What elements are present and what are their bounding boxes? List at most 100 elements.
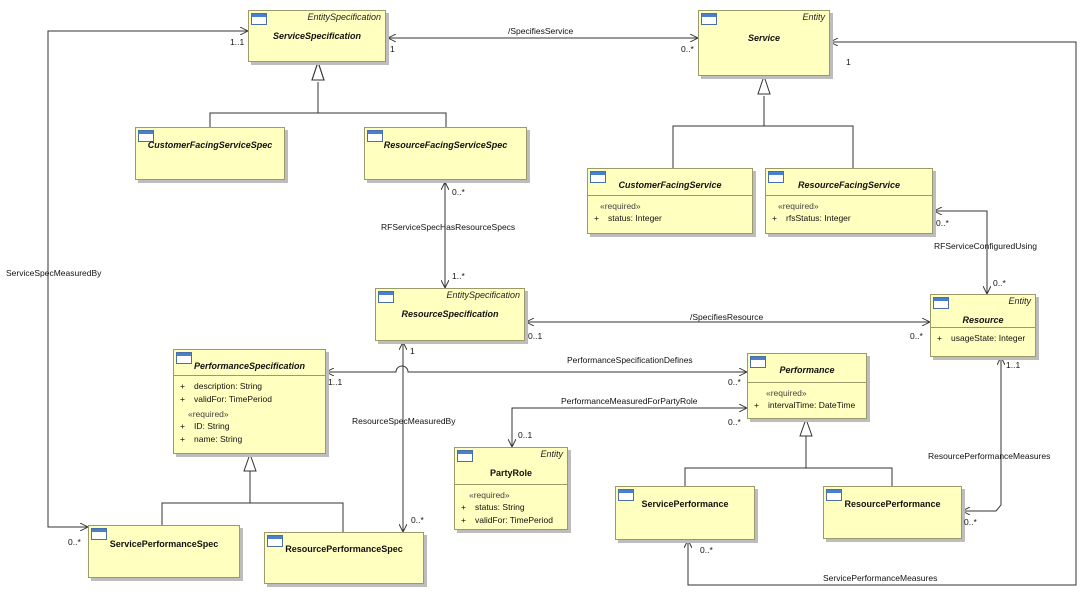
attribute-row: +description: String bbox=[180, 381, 263, 391]
generalization-performance bbox=[684, 436, 893, 488]
attribute-row: +status: String bbox=[461, 502, 525, 512]
class-icon bbox=[138, 130, 154, 142]
class-name: ResourceFacingServiceSpec bbox=[383, 140, 508, 150]
assoc-perf-spec-defines bbox=[326, 365, 747, 372]
assoc-rfs-configured-using bbox=[934, 211, 987, 294]
attribute-row: +intervalTime: DateTime bbox=[754, 400, 856, 410]
multiplicity: 0..* bbox=[700, 545, 713, 555]
attribute-row: +status: Integer bbox=[594, 213, 662, 223]
multiplicity: 1 bbox=[390, 44, 395, 54]
class-service[interactable]: Entity Service bbox=[698, 10, 830, 76]
assoc-label-service-performance-measures: ServicePerformanceMeasures bbox=[823, 573, 938, 583]
multiplicity: 1..1 bbox=[328, 377, 343, 387]
inheritance-triangle bbox=[311, 60, 325, 81]
class-service-performance[interactable]: ServicePerformance bbox=[615, 486, 755, 540]
multiplicity: 0..* bbox=[936, 218, 949, 228]
class-stereotype: EntitySpecification bbox=[307, 12, 381, 22]
stereotype-section: «required» bbox=[188, 409, 229, 419]
class-icon bbox=[267, 535, 283, 547]
class-name: ResourceSpecification bbox=[401, 309, 499, 319]
class-name: PartyRole bbox=[489, 468, 533, 478]
class-service-performance-spec[interactable]: ServicePerformanceSpec bbox=[88, 525, 240, 578]
assoc-label-specifies-service: /SpecifiesService bbox=[508, 26, 574, 36]
class-resource-performance-spec[interactable]: ResourcePerformanceSpec bbox=[264, 532, 424, 584]
attribute-row: +rfsStatus: Integer bbox=[772, 213, 851, 223]
multiplicity: 0..* bbox=[964, 517, 977, 527]
class-icon bbox=[768, 171, 784, 183]
assoc-label-perf-spec-defines: PerformanceSpecificationDefines bbox=[567, 355, 693, 365]
generalization-perf-spec bbox=[161, 471, 344, 533]
attribute-row: +validFor: TimePeriod bbox=[461, 515, 553, 525]
class-name: ResourcePerformance bbox=[844, 499, 941, 509]
class-icon bbox=[590, 171, 606, 183]
class-icon bbox=[618, 489, 634, 501]
class-customer-facing-service[interactable]: CustomerFacingService «required» +status… bbox=[587, 168, 753, 234]
multiplicity: 0..* bbox=[728, 377, 741, 387]
class-resource-performance[interactable]: ResourcePerformance bbox=[823, 486, 962, 539]
class-resource-facing-service[interactable]: ResourceFacingService «required» +rfsSta… bbox=[765, 168, 933, 234]
class-resource[interactable]: Entity Resource +usageState: Integer bbox=[930, 294, 1036, 357]
multiplicity: 0..* bbox=[993, 278, 1006, 288]
attribute-row: +name: String bbox=[180, 434, 243, 444]
assoc-service-spec-measured-by bbox=[47, 31, 248, 527]
attribute-row: +usageState: Integer bbox=[937, 333, 1026, 343]
class-stereotype: Entity bbox=[540, 449, 563, 459]
class-name: ServiceSpecification bbox=[272, 31, 362, 41]
class-performance[interactable]: Performance «required» +intervalTime: Da… bbox=[747, 353, 867, 419]
assoc-resource-performance-measures bbox=[962, 357, 1001, 511]
class-resource-facing-service-spec[interactable]: ResourceFacingServiceSpec bbox=[364, 127, 527, 180]
generalization-service bbox=[672, 96, 854, 168]
assoc-label-rfs-configured-using: RFServiceConfiguredUsing bbox=[934, 241, 1037, 251]
class-icon bbox=[701, 13, 717, 25]
class-stereotype: Entity bbox=[802, 12, 825, 22]
attribute-row: +ID: String bbox=[180, 421, 230, 431]
class-icon bbox=[750, 356, 766, 368]
class-icon bbox=[933, 297, 949, 309]
multiplicity: 0..* bbox=[728, 417, 741, 427]
class-name: PerformanceSpecification bbox=[193, 361, 306, 371]
assoc-label-perf-party-role: PerformanceMeasuredForPartyRole bbox=[561, 396, 698, 406]
class-icon bbox=[251, 13, 267, 25]
stereotype-section: «required» bbox=[469, 490, 510, 500]
multiplicity: 0..1 bbox=[528, 331, 543, 341]
multiplicity: 0..* bbox=[910, 331, 923, 341]
class-icon bbox=[378, 291, 394, 303]
class-service-specification[interactable]: EntitySpecification ServiceSpecification bbox=[248, 10, 386, 62]
class-name: CustomerFacingServiceSpec bbox=[147, 140, 273, 150]
multiplicity: 0..* bbox=[68, 537, 81, 547]
assoc-label-specifies-resource: /SpecifiesResource bbox=[690, 312, 764, 322]
multiplicity: 0..1 bbox=[518, 430, 533, 440]
class-icon bbox=[457, 450, 473, 462]
class-name: CustomerFacingService bbox=[618, 180, 722, 190]
multiplicity: 1..1 bbox=[1006, 360, 1021, 370]
class-icon bbox=[367, 130, 383, 142]
class-icon bbox=[91, 528, 107, 540]
class-icon bbox=[826, 489, 842, 501]
class-party-role[interactable]: Entity PartyRole «required» +status: Str… bbox=[454, 447, 568, 530]
inheritance-triangle bbox=[243, 452, 257, 472]
class-name: ServicePerformanceSpec bbox=[109, 539, 219, 549]
class-name: ResourceFacingService bbox=[797, 180, 901, 190]
class-name: ServicePerformance bbox=[641, 499, 729, 509]
class-customer-facing-service-spec[interactable]: CustomerFacingServiceSpec bbox=[135, 127, 285, 180]
assoc-label-service-spec-measured-by: ServiceSpecMeasuredBy bbox=[6, 268, 102, 278]
class-name: Service bbox=[747, 33, 781, 43]
class-name: Resource bbox=[962, 315, 1004, 325]
multiplicity: 1 bbox=[846, 57, 851, 67]
assoc-label-resource-performance-measures: ResourcePerformanceMeasures bbox=[928, 451, 1051, 461]
class-name: ResourcePerformanceSpec bbox=[285, 544, 403, 554]
multiplicity: 0..* bbox=[681, 44, 694, 54]
multiplicity: 1 bbox=[410, 346, 415, 356]
assoc-perf-party-role bbox=[512, 408, 747, 447]
stereotype-section: «required» bbox=[766, 388, 807, 398]
inheritance-triangle bbox=[799, 417, 813, 437]
multiplicity: 0..* bbox=[411, 515, 424, 525]
class-stereotype: EntitySpecification bbox=[446, 290, 520, 300]
class-performance-specification[interactable]: PerformanceSpecification +description: S… bbox=[173, 349, 326, 454]
assoc-label-resource-spec-measured-by: ResourceSpecMeasuredBy bbox=[352, 416, 456, 426]
assoc-label-rfss-resource-specs: RFServiceSpecHasResourceSpecs bbox=[381, 222, 516, 232]
class-stereotype: Entity bbox=[1008, 296, 1031, 306]
class-resource-specification[interactable]: EntitySpecification ResourceSpecificatio… bbox=[375, 288, 525, 341]
multiplicity: 0..* bbox=[452, 187, 465, 197]
